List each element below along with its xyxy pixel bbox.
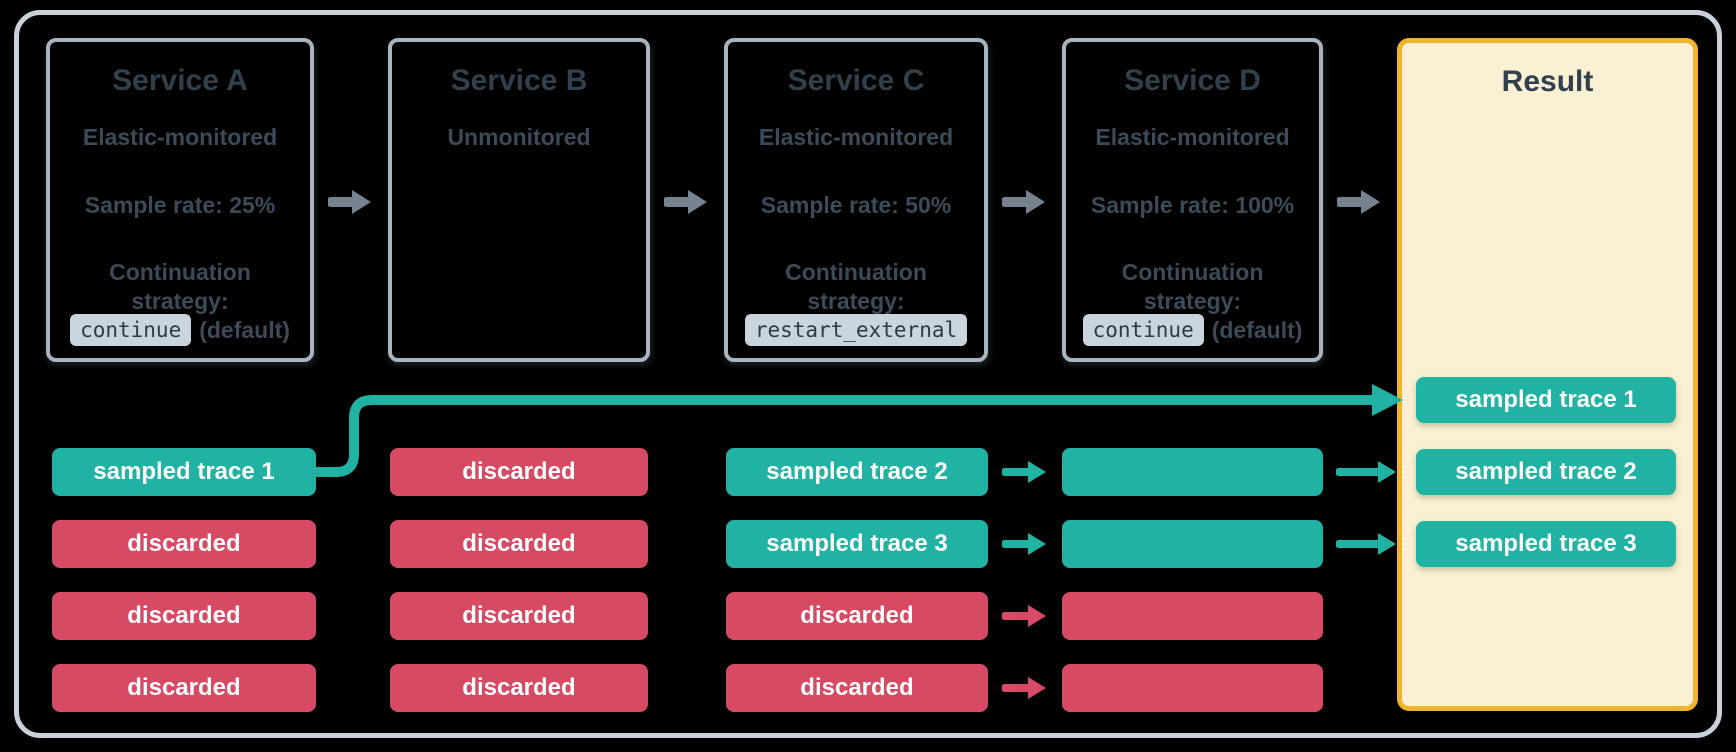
service-b-box: Service B Unmonitored [388, 38, 650, 362]
flow-arrow-icon [1337, 186, 1383, 218]
service-a-monitoring: Elastic-monitored [82, 124, 278, 150]
result-trace-chip-1: sampled trace 1 [1416, 377, 1676, 423]
service-d-strategy-suffix: (default) [1211, 316, 1303, 343]
service-a-strategy-code: continue [70, 314, 192, 346]
trace-chip-a2: discarded [52, 520, 316, 568]
service-d-title: Service D [1124, 64, 1261, 97]
trace-chip-c3: discarded [726, 592, 988, 640]
trace-chip-d3 [1062, 592, 1323, 640]
trace-arrow-icon [1002, 674, 1048, 702]
service-d-strategy-label: Continuation strategy: [1121, 259, 1264, 314]
result-title: Result [1501, 65, 1594, 98]
trace-chip-c1: sampled trace 2 [726, 448, 988, 496]
trace-chip-b4: discarded [390, 664, 648, 712]
trace-arrow-icon [1336, 530, 1398, 558]
flow-arrow-icon [328, 186, 374, 218]
service-a-strategy-label: Continuation strategy: [109, 259, 251, 314]
service-c-strategy-code: restart_external [744, 314, 968, 346]
trace-chip-d1 [1062, 448, 1323, 496]
trace-chip-b1: discarded [390, 448, 648, 496]
service-d-sample-rate: Sample rate: 100% [1090, 192, 1295, 218]
service-c-box: Service C Elastic-monitored Sample rate:… [724, 38, 988, 362]
flow-arrow-icon [1002, 186, 1048, 218]
service-c-strategy-value: restart_external [728, 314, 984, 346]
trace-arrow-icon [1336, 458, 1398, 486]
service-a-strategy-suffix: (default) [199, 316, 290, 343]
service-a-strategy-value: continue (default) [50, 314, 310, 346]
trace-chip-d2 [1062, 520, 1323, 568]
service-d-strategy-value: continue (default) [1066, 314, 1319, 346]
trace-chip-b3: discarded [390, 592, 648, 640]
service-c-monitoring: Elastic-monitored [758, 124, 954, 150]
trace-chip-c4: discarded [726, 664, 988, 712]
service-d-strategy-code: continue [1082, 314, 1204, 346]
service-a-title: Service A [112, 64, 248, 97]
trace-chip-b2: discarded [390, 520, 648, 568]
result-trace-chip-2: sampled trace 2 [1416, 449, 1676, 495]
trace-chip-a3: discarded [52, 592, 316, 640]
trace-chip-d4 [1062, 664, 1323, 712]
service-d-monitoring: Elastic-monitored [1095, 124, 1290, 150]
trace-arrow-icon [1002, 458, 1048, 486]
diagram-frame [14, 10, 1722, 738]
service-c-sample-rate: Sample rate: 50% [760, 192, 952, 218]
trace-arrow-icon [1002, 602, 1048, 630]
result-trace-chip-3: sampled trace 3 [1416, 521, 1676, 567]
flow-arrow-icon [664, 186, 710, 218]
service-a-box: Service A Elastic-monitored Sample rate:… [46, 38, 314, 362]
service-b-monitoring: Unmonitored [447, 124, 591, 150]
trace-chip-a1: sampled trace 1 [52, 448, 316, 496]
service-c-title: Service C [787, 64, 925, 97]
service-c-strategy-label: Continuation strategy: [785, 259, 927, 314]
service-b-title: Service B [450, 64, 588, 97]
trace-arrow-icon [1002, 530, 1048, 558]
trace-chip-c2: sampled trace 3 [726, 520, 988, 568]
service-d-box: Service D Elastic-monitored Sample rate:… [1062, 38, 1323, 362]
result-box: Result [1397, 38, 1698, 711]
service-a-sample-rate: Sample rate: 25% [84, 192, 276, 218]
trace-chip-a4: discarded [52, 664, 316, 712]
